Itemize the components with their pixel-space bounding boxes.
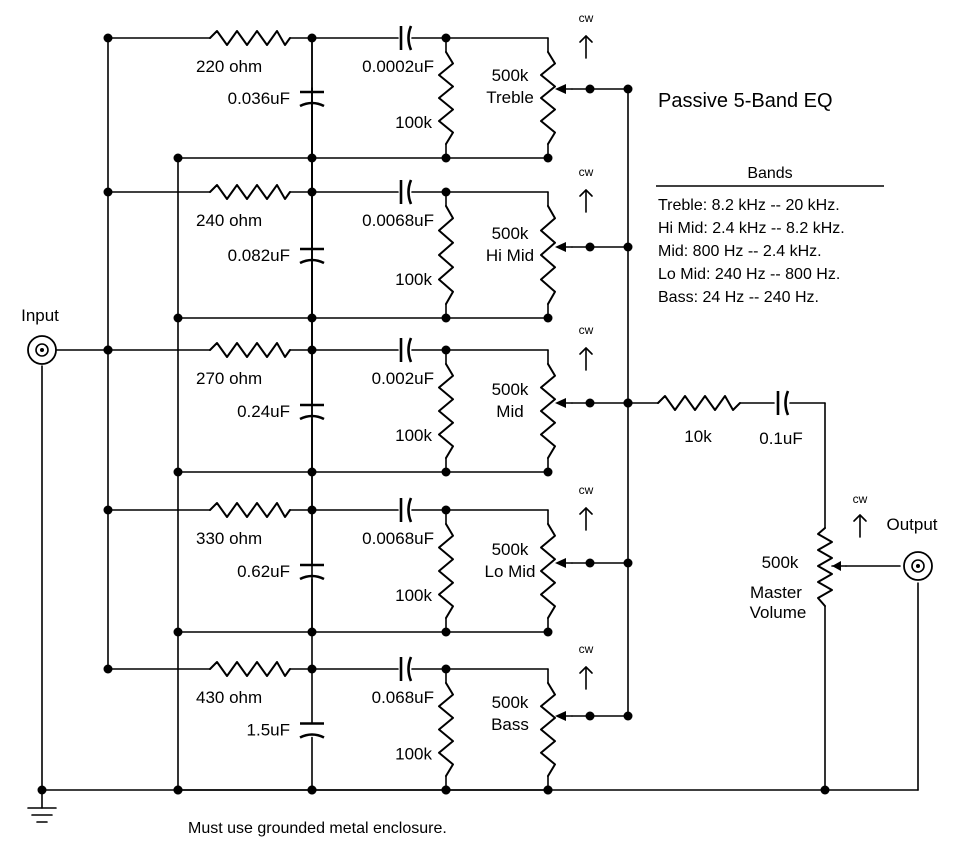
master-pot-value: 500k — [762, 553, 799, 572]
output-capacitor — [776, 390, 790, 416]
input-label: Input — [21, 306, 59, 325]
cw-label: cw — [579, 165, 594, 179]
series-resistor-label: 430 ohm — [196, 688, 262, 707]
pot-name-label: Mid — [496, 402, 523, 421]
output-label: Output — [886, 515, 937, 534]
load-resistor — [438, 51, 454, 145]
band-stage: 330 ohm 0.62uF 0.0068uF 100k 500k Lo Mid cw — [103, 87, 633, 637]
series-resistor-label: 240 ohm — [196, 211, 262, 230]
pot-name-label: Lo Mid — [484, 562, 535, 581]
cw-label: cw — [579, 483, 594, 497]
shunt-cap-label: 0.24uF — [237, 402, 290, 421]
load-resistor-label: 100k — [395, 270, 432, 289]
shunt-cap-label: 1.5uF — [247, 721, 290, 740]
output-cap-label: 0.1uF — [759, 429, 802, 448]
master-volume-pot — [817, 514, 867, 607]
output-jack — [903, 551, 933, 581]
bands-row: Treble: 8.2 kHz -- 20 kHz. — [658, 197, 840, 214]
band-potentiometer — [540, 682, 556, 777]
bands-table: Bands Treble: 8.2 kHz -- 20 kHz. Hi Mid:… — [656, 165, 884, 306]
master-pot-name: Volume — [750, 603, 807, 622]
master-cw-label: cw — [853, 492, 868, 506]
bands-row: Hi Mid: 2.4 kHz -- 8.2 kHz. — [658, 220, 845, 237]
load-resistor-label: 100k — [395, 426, 432, 445]
output-resistor — [657, 395, 741, 411]
cw-label: cw — [579, 642, 594, 656]
cw-label: cw — [579, 11, 594, 25]
series-cap-label: 0.068uF — [372, 688, 434, 707]
master-pot-name: Master — [750, 583, 802, 602]
load-resistor-label: 100k — [395, 745, 432, 764]
ground-symbol — [27, 789, 57, 823]
cw-label: cw — [579, 323, 594, 337]
pot-name-label: Bass — [491, 715, 529, 734]
footer-note: Must use grounded metal enclosure. — [188, 820, 447, 837]
series-cap-label: 0.0068uF — [362, 211, 434, 230]
load-resistor — [438, 205, 454, 305]
bands-row: Mid: 800 Hz -- 2.4 kHz. — [658, 243, 822, 260]
shunt-cap-label: 0.036uF — [228, 89, 290, 108]
junction-dots — [37, 345, 830, 795]
series-resistor-label: 330 ohm — [196, 529, 262, 548]
band-potentiometer — [540, 363, 556, 459]
series-cap-label: 0.0068uF — [362, 529, 434, 548]
series-cap-label: 0.0002uF — [362, 57, 434, 76]
band-stages: 220 ohm0.036uF0.0002uF100k500kTreblecw24… — [103, 11, 633, 795]
shunt-cap-label: 0.62uF — [237, 562, 290, 581]
pot-value-label: 500k — [492, 224, 529, 243]
band-potentiometer — [540, 523, 556, 619]
bands-heading: Bands — [747, 165, 792, 182]
series-cap-label: 0.002uF — [372, 369, 434, 388]
pot-value-label: 500k — [492, 66, 529, 85]
series-resistor-label: 220 ohm — [196, 57, 262, 76]
bands-row: Lo Mid: 240 Hz -- 800 Hz. — [658, 266, 840, 283]
series-resistor — [209, 502, 291, 518]
band-potentiometer — [540, 205, 556, 305]
load-resistor-label: 100k — [395, 113, 432, 132]
bands-row: Bass: 24 Hz -- 240 Hz. — [658, 289, 819, 306]
pot-value-label: 500k — [492, 693, 529, 712]
page-title: Passive 5-Band EQ — [658, 90, 833, 112]
pot-value-label: 500k — [492, 380, 529, 399]
load-resistor — [438, 682, 454, 777]
load-resistor — [438, 363, 454, 459]
pot-value-label: 500k — [492, 540, 529, 559]
series-resistor — [209, 342, 291, 358]
load-resistor-label: 100k — [395, 586, 432, 605]
series-resistor-label: 270 ohm — [196, 369, 262, 388]
band-stage: 240 ohm 0.082uF 0.0068uF 100k 500k Hi Mid cw — [103, 87, 633, 323]
series-resistor — [209, 661, 291, 677]
band-potentiometer — [540, 51, 556, 145]
series-resistor — [209, 30, 291, 46]
pot-name-label: Hi Mid — [486, 246, 534, 265]
output-resistor-label: 10k — [684, 427, 712, 446]
series-resistor — [209, 184, 291, 200]
shunt-cap-label: 0.082uF — [228, 246, 290, 265]
load-resistor — [438, 523, 454, 619]
pot-name-label: Treble — [486, 88, 534, 107]
input-jack — [27, 335, 57, 365]
